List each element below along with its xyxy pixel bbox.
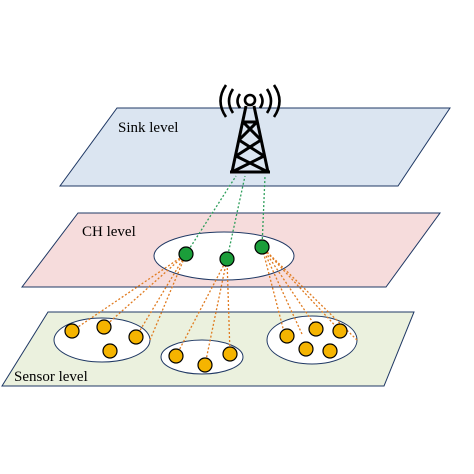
sensor-link-line xyxy=(261,246,286,337)
sensor-node xyxy=(128,329,144,345)
cluster-head-node xyxy=(254,239,270,255)
sensor-link-line xyxy=(261,246,343,334)
tower-crossbar xyxy=(235,138,262,158)
radio-wave-right-outer xyxy=(272,84,281,118)
sensor-link-lines xyxy=(71,246,358,366)
sensor-node xyxy=(197,357,213,373)
tower-crossbar xyxy=(237,120,259,142)
tower-crossbar xyxy=(235,154,269,174)
cluster-head-nodes xyxy=(178,239,270,267)
tower-crossbar xyxy=(238,138,265,158)
ch-level-label: CH level xyxy=(82,224,136,240)
uplink-lines xyxy=(185,175,266,260)
sensor-nodes xyxy=(64,319,348,373)
sensor-node xyxy=(308,321,324,337)
radio-wave-left-middle xyxy=(227,88,235,114)
radio-wave-left-inner xyxy=(236,93,242,109)
sensor-node xyxy=(279,328,295,344)
tower-crossbar xyxy=(241,120,263,142)
sensor-link-line xyxy=(71,253,187,332)
sensor-link-line xyxy=(149,253,187,341)
sink-level-label: Sink level xyxy=(118,120,178,136)
sensor-level-label: Sensor level xyxy=(14,369,88,385)
sink-level-plane xyxy=(59,107,451,187)
radio-wave-right-middle xyxy=(265,88,273,114)
radio-wave-left-outer xyxy=(219,84,228,118)
tower-crossbar xyxy=(231,154,265,174)
cluster-head-node xyxy=(178,246,194,262)
sensor-node xyxy=(64,323,80,339)
sensor-node xyxy=(322,343,338,359)
cluster-head-node xyxy=(219,251,235,267)
sensor-link-line xyxy=(261,246,319,331)
antenna-tip xyxy=(243,93,257,107)
uplink-line xyxy=(185,175,237,255)
sensor-node xyxy=(332,323,348,339)
sensor-node xyxy=(222,346,238,362)
sensor-node xyxy=(96,319,112,335)
sensor-node xyxy=(168,348,184,364)
sensor-node xyxy=(298,341,314,357)
sensor-link-line xyxy=(135,253,187,338)
radio-wave-right-inner xyxy=(258,93,264,109)
antenna-tower-icon xyxy=(219,84,281,174)
sensor-node xyxy=(102,343,118,359)
sensor-cluster-2 xyxy=(160,339,244,375)
